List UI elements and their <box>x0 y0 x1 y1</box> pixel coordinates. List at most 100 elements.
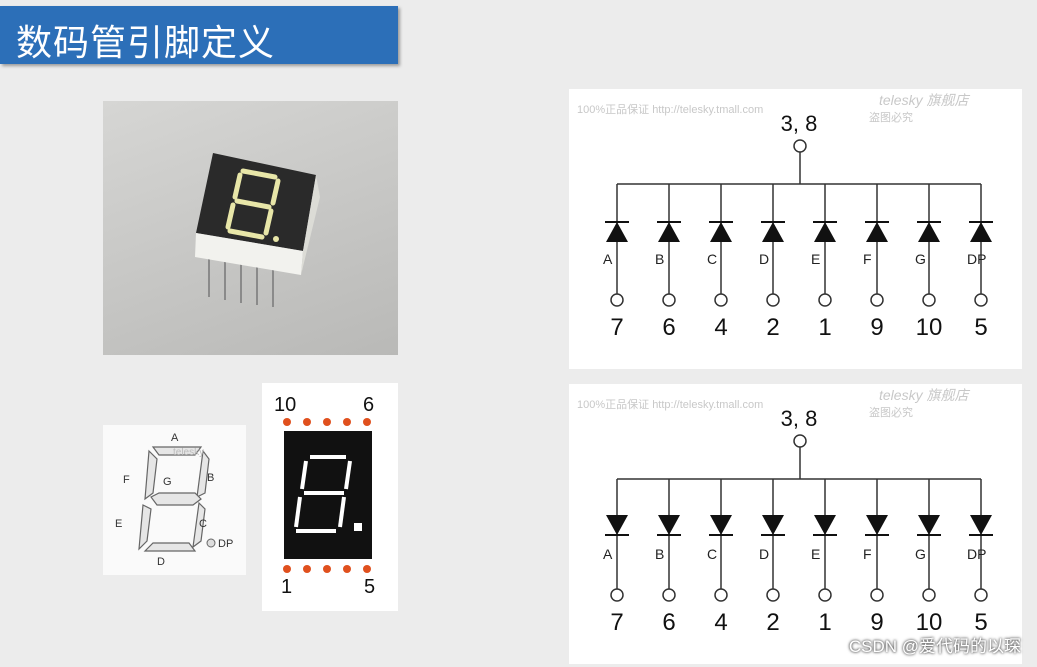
pin-terminal <box>974 588 988 602</box>
segment-label-c: C <box>199 518 207 530</box>
segment-label: C <box>707 251 717 267</box>
watermark-text: 100%正品保证 http://telesky.tmall.com <box>577 102 763 116</box>
pin-terminal <box>870 588 884 602</box>
segment-label: F <box>863 251 872 267</box>
segment-label: B <box>655 251 664 267</box>
pin-number: 6 <box>662 609 675 636</box>
pin-number: 5 <box>974 314 987 341</box>
slide-title-bar: 数码管引脚定义 <box>0 6 398 64</box>
watermark-notice: 盗图必究 <box>869 110 913 124</box>
segment-label: E <box>811 251 820 267</box>
pin-number: 5 <box>974 609 987 636</box>
led-module-photo <box>103 101 398 355</box>
segment-label: G <box>915 251 926 267</box>
diode-branch-b: B6 <box>655 184 681 341</box>
diode-branch-a: A7 <box>603 479 629 636</box>
diode-branch-a: A7 <box>603 184 629 341</box>
pin-terminal <box>714 588 728 602</box>
segment-label: F <box>863 546 872 562</box>
common-pin-label: 3, 8 <box>781 111 818 136</box>
diode-branch-g: G 10 <box>915 479 942 636</box>
segment-label: D <box>759 251 769 267</box>
pin-label-5: 5 <box>364 576 375 598</box>
pin-number: 7 <box>610 609 623 636</box>
segment-label-g: G <box>163 476 172 488</box>
pin-terminal <box>714 293 728 307</box>
segment-label: D <box>759 546 769 562</box>
segment-label: B <box>655 546 664 562</box>
pin-terminal <box>974 293 988 307</box>
diode-branch-c: C4 <box>707 184 733 341</box>
segment-label: DP <box>967 546 986 562</box>
pin-terminal <box>662 588 676 602</box>
slide-title: 数码管引脚定义 <box>16 23 276 64</box>
diode-branch-c: C4 <box>707 479 733 636</box>
watermark-text: 100%正品保证 http://telesky.tmall.com <box>577 397 763 411</box>
pin-number: 9 <box>870 609 883 636</box>
segment-label: E <box>811 546 820 562</box>
pin-terminal <box>922 588 936 602</box>
segment-label: C <box>707 546 717 562</box>
pin-label-10: 10 <box>274 394 296 416</box>
segment-label-a: A <box>171 432 179 444</box>
pin-number: 1 <box>818 314 831 341</box>
segment-label: A <box>603 546 613 562</box>
segment-label: G <box>915 546 926 562</box>
pin-terminal <box>610 293 624 307</box>
pin-numbered-display: 10 6 1 5 <box>262 383 398 611</box>
pin-number: 10 <box>916 314 943 341</box>
pin-terminal <box>662 293 676 307</box>
segment-label-dp: DP <box>218 538 233 550</box>
segment-letter-diagram: A B C D E F G DP telesky <box>103 425 246 575</box>
pin-terminal <box>818 293 832 307</box>
common-pin-terminal <box>793 139 807 153</box>
segment-label-d: D <box>157 556 165 568</box>
pin-number: 7 <box>610 314 623 341</box>
pin-number: 6 <box>662 314 675 341</box>
pin-terminal <box>766 293 780 307</box>
segment-label-e: E <box>115 518 122 530</box>
diode-branch-d: D2 <box>759 479 785 636</box>
credit-watermark: CSDN @爱代码的以琛 <box>848 637 1021 656</box>
pin-terminal <box>610 588 624 602</box>
pin-label-6: 6 <box>363 394 374 416</box>
diode-branch-f: F9 <box>863 479 889 636</box>
pin-number: 9 <box>870 314 883 341</box>
watermark-brand: telesky 旗舰店 <box>879 387 970 403</box>
pin-number: 4 <box>714 314 727 341</box>
pin-number: 10 <box>916 609 943 636</box>
pin-number: 1 <box>818 609 831 636</box>
pin-terminal <box>766 588 780 602</box>
pin-terminal <box>922 293 936 307</box>
watermark-notice: 盗图必究 <box>869 405 913 419</box>
diode-branch-e: E1 <box>811 479 837 636</box>
segment-label-b: B <box>207 472 214 484</box>
diode-branch-e: E1 <box>811 184 837 341</box>
pin-number: 2 <box>766 314 779 341</box>
diode-branch-b: B6 <box>655 479 681 636</box>
pin-number: 4 <box>714 609 727 636</box>
common-pin-terminal <box>793 434 807 448</box>
segment-label-f: F <box>123 474 130 486</box>
pin-terminal <box>818 588 832 602</box>
segment-outline-svg: A B C D E F G DP telesky <box>115 432 233 568</box>
diode-branch-d: D2 <box>759 184 785 341</box>
diode-branch-dp: DP 5 <box>967 479 993 636</box>
pin-terminal <box>870 293 884 307</box>
common-pin-label: 3, 8 <box>781 406 818 431</box>
diode-branch-f: F9 <box>863 184 889 341</box>
watermark-brand: telesky <box>173 447 204 458</box>
led-module-illustration <box>195 153 320 307</box>
segment-label: DP <box>967 251 986 267</box>
pin-number: 2 <box>766 609 779 636</box>
diode-branch-dp: DP 5 <box>967 184 993 341</box>
segment-label: A <box>603 251 613 267</box>
display-svg: 10 6 1 5 <box>274 394 375 598</box>
watermark-brand: telesky 旗舰店 <box>879 92 970 108</box>
pin-label-1: 1 <box>281 576 292 598</box>
diode-branch-g: G 10 <box>915 184 942 341</box>
